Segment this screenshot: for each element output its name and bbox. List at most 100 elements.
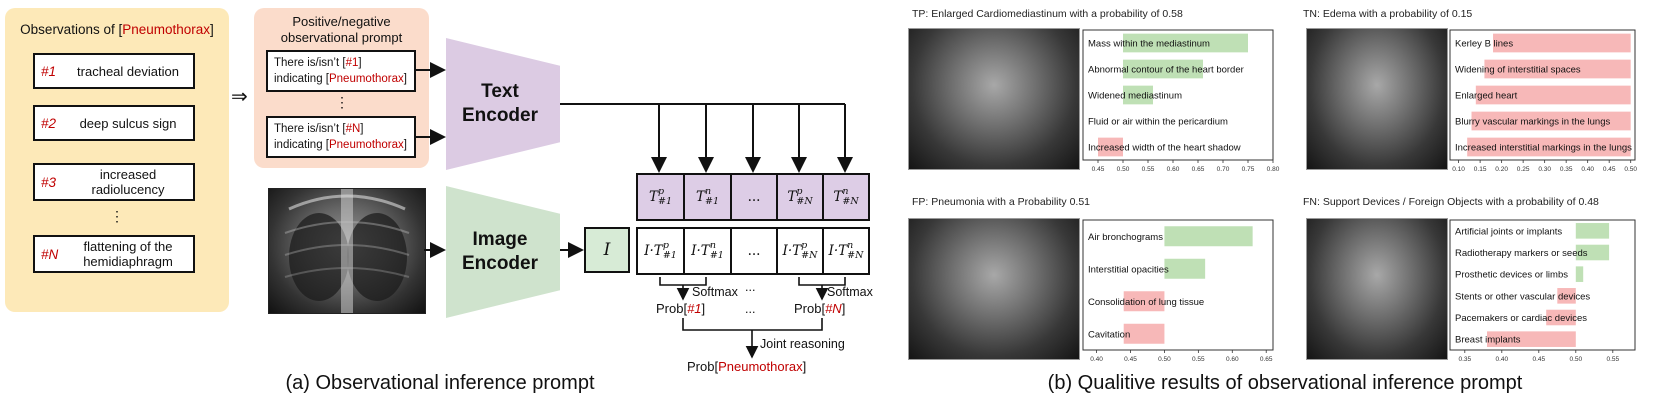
observation-text: flattening of the hemidiaphragm (83, 239, 173, 269)
x-tick-label: 0.15 (1474, 166, 1487, 173)
bar (1123, 59, 1203, 79)
caption-a: (a) Observational inference prompt (285, 372, 595, 394)
x-tick-label: 0.50 (1624, 166, 1637, 173)
x-tick-label: 0.55 (1606, 356, 1619, 363)
chest-xray-image (268, 188, 426, 314)
observation-box-1: #1 tracheal deviation (33, 53, 195, 89)
x-tick-label: 0.25 (1517, 166, 1530, 173)
softmax-ellipsis: ... (745, 280, 756, 294)
prompt-ellipsis: ⋮ (335, 94, 349, 110)
image-embedding-box: I (584, 227, 630, 273)
x-tick-label: 0.45 (1603, 166, 1616, 173)
bar-label: Artificial joints or implants (1455, 226, 1562, 237)
joint-reasoning-label: Joint reasoning (760, 337, 845, 351)
bar-label: Air bronchograms (1088, 232, 1163, 243)
observation-ellipsis: ⋮ (110, 208, 124, 224)
chart-title-tn: TN: Edema with a probability of 0.15 (1303, 8, 1473, 20)
x-tick-label: 0.75 (1242, 166, 1255, 173)
bar (1098, 137, 1123, 157)
xray-thumbnail-tp (908, 28, 1080, 170)
x-tick-label: 0.40 (1090, 356, 1103, 363)
x-tick-label: 0.20 (1495, 166, 1508, 173)
x-tick-label: 0.80 (1267, 166, 1280, 173)
x-tick-label: 0.65 (1192, 166, 1205, 173)
x-tick-label: 0.10 (1452, 166, 1465, 173)
bar-label: Blurry vascular markings in the lungs (1455, 117, 1610, 128)
prompt-title: Positive/negative observational prompt (280, 14, 403, 45)
chart-title-fn: FN: Support Devices / Foreign Objects wi… (1303, 196, 1599, 208)
bar (1123, 291, 1165, 312)
observation-text: deep sulcus sign (79, 115, 177, 131)
bar-label: Increased interstitial markings in the l… (1455, 143, 1632, 154)
bar (1575, 266, 1584, 282)
bar (1123, 33, 1248, 53)
prob-ellipsis: ... (745, 302, 756, 316)
prompt-panel: Positive/negative observational prompt T… (254, 8, 429, 168)
bar-label: Abnormal contour of the heart border (1088, 65, 1244, 76)
bar-label: Fluid or air within the pericardium (1088, 117, 1228, 128)
bar (1123, 85, 1153, 105)
caption-b: (b) Qualitive results of observational i… (1047, 372, 1523, 394)
bar (1487, 331, 1576, 347)
bar (1575, 223, 1610, 239)
chart-title-tp: TP: Enlarged Cardiomediastinum with a pr… (912, 8, 1183, 20)
observation-number: #2 (41, 115, 57, 131)
softmax-label-n: Softmax (827, 285, 873, 299)
observations-title: Observations of [Pneumothorax] (20, 22, 214, 37)
x-tick-label: 0.70 (1217, 166, 1230, 173)
x-tick-label: 0.55 (1142, 166, 1155, 173)
bar-label: Mass within the mediastinum (1088, 39, 1210, 50)
prob-label-1: Prob[#1] (656, 301, 706, 316)
chart-title-fp: FP: Pneumonia with a Probability 0.51 (912, 196, 1091, 208)
bar-label: Pacemakers or cardiac devices (1455, 313, 1587, 324)
xray-lungs-drawing (284, 189, 410, 313)
bar (1467, 137, 1631, 157)
x-tick-label: 0.45 (1532, 356, 1545, 363)
observations-panel: Observations of [Pneumothorax] #1 trache… (5, 8, 229, 312)
observation-text: tracheal deviation (77, 63, 179, 79)
bar-label: Cavitation (1088, 329, 1130, 340)
observation-box-n: #N flattening of the hemidiaphragm (33, 235, 195, 273)
bar (1546, 309, 1576, 326)
xray-thumbnail-tn (1306, 28, 1448, 170)
x-tick-label: 0.40 (1581, 166, 1594, 173)
diagram-connectors (416, 62, 853, 359)
prompt-box-n: There is/isn’t [#N] indicating [Pneumoth… (266, 116, 416, 158)
bar (1123, 323, 1165, 344)
bar (1164, 258, 1206, 279)
bar-label: Breast implants (1455, 335, 1521, 346)
observation-text: increased radiolucency (91, 167, 165, 197)
bar (1164, 226, 1253, 247)
bar-label: Widened mediastinum (1088, 91, 1182, 102)
x-tick-label: 0.50 (1117, 166, 1130, 173)
bar (1493, 33, 1631, 53)
bar-label: Stents or other vascular devices (1455, 291, 1590, 302)
observation-number: #1 (41, 63, 57, 79)
text-embedding-ellipsis: ... (732, 175, 778, 219)
bar (1557, 288, 1576, 304)
xray-thumbnail-fp (908, 218, 1080, 360)
bar-label: Increased width of the heart shadow (1088, 143, 1241, 154)
final-prob-label: Prob[Pneumothorax] (687, 359, 807, 374)
x-tick-label: 0.60 (1167, 166, 1180, 173)
observation-number: #N (41, 246, 59, 262)
x-tick-label: 0.50 (1569, 356, 1582, 363)
observation-number: #3 (41, 174, 57, 190)
prob-label-n: Prob[#N] (794, 301, 846, 316)
implies-arrow: ⇒ (231, 86, 248, 108)
bar-label: Consolidation of lung tissue (1088, 297, 1204, 308)
bar (1471, 111, 1631, 131)
bar-label: Kerley B lines (1455, 39, 1513, 50)
observation-box-2: #2 deep sulcus sign (33, 105, 195, 141)
similarity-ellipsis: ... (732, 229, 778, 273)
x-tick-label: 0.50 (1158, 356, 1171, 363)
